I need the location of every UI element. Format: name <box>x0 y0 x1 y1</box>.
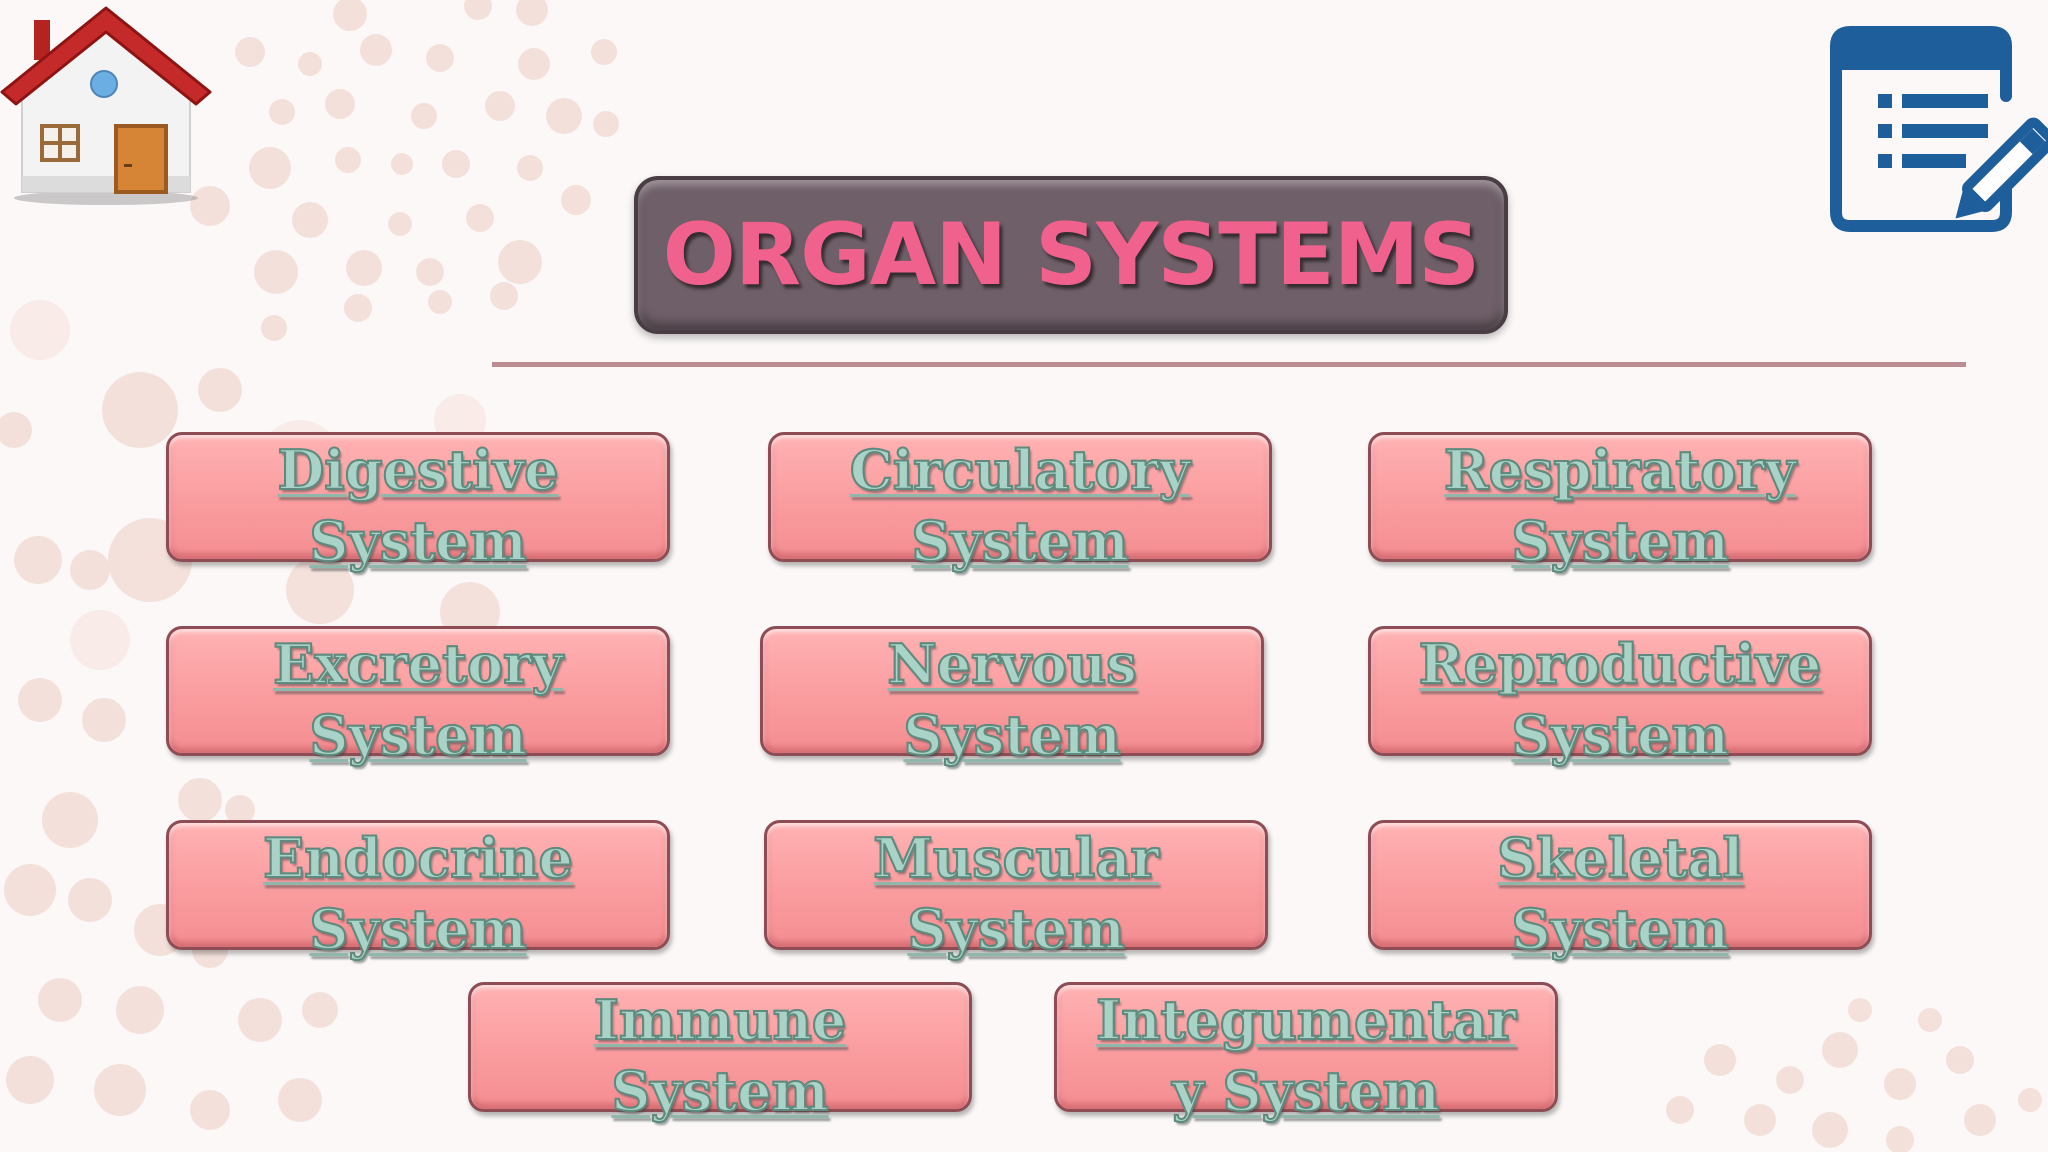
button-label: Muscular System <box>872 825 1160 962</box>
respiratory-system-button[interactable]: Respiratory System <box>1368 432 1872 574</box>
endocrine-system-button[interactable]: Endocrine System <box>166 820 670 962</box>
button-label: Endocrine System <box>262 825 574 962</box>
button-label: Digestive System <box>276 437 559 574</box>
digestive-system-button[interactable]: Digestive System <box>166 432 670 574</box>
excretory-system-button[interactable]: Excretory System <box>166 626 670 768</box>
reproductive-system-button[interactable]: Reproductive System <box>1368 626 1872 768</box>
button-label: Circulatory System <box>849 437 1191 574</box>
checklist-edit-icon[interactable] <box>1828 26 2048 246</box>
nervous-system-button[interactable]: Nervous System <box>760 626 1264 768</box>
button-label: Skeletal System <box>1496 825 1744 962</box>
button-label: Respiratory System <box>1443 437 1797 574</box>
button-label: Nervous System <box>886 631 1137 768</box>
integumentary-system-button[interactable]: Integumentar y System <box>1054 982 1558 1124</box>
house-icon[interactable] <box>0 6 212 206</box>
title-divider <box>492 362 1966 367</box>
muscular-system-button[interactable]: Muscular System <box>764 820 1268 962</box>
immune-system-button[interactable]: Immune System <box>468 982 972 1124</box>
skeletal-system-button[interactable]: Skeletal System <box>1368 820 1872 962</box>
button-label: Immune System <box>593 987 847 1124</box>
title-banner: ORGAN SYSTEMS <box>634 176 1508 334</box>
button-label: Excretory System <box>272 631 564 768</box>
button-label: Reproductive System <box>1418 631 1823 768</box>
button-label: Integumentar y System <box>1095 987 1517 1124</box>
circulatory-system-button[interactable]: Circulatory System <box>768 432 1272 574</box>
page-title: ORGAN SYSTEMS <box>662 205 1480 305</box>
